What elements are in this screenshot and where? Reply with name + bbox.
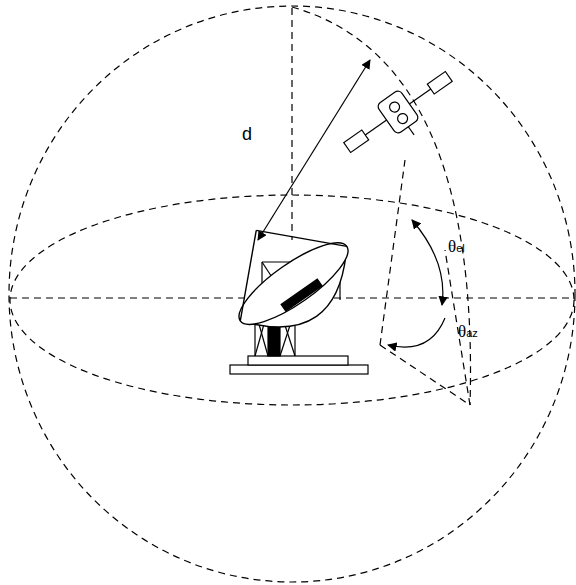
sky-sphere <box>9 6 575 582</box>
distance-label: d <box>242 125 252 143</box>
azimuth-line <box>380 345 470 405</box>
azimuth-angle-arc <box>388 318 445 347</box>
dish-antenna <box>203 193 370 354</box>
satellite <box>337 62 465 171</box>
zenith-axis <box>291 8 292 240</box>
meridian-arc <box>292 7 471 405</box>
elevation-label: θel <box>448 238 465 255</box>
azimuth-label: θaz <box>458 323 478 340</box>
distance-line <box>258 60 370 240</box>
elevation-angle-arc <box>412 220 443 305</box>
elevation-line <box>380 160 405 345</box>
